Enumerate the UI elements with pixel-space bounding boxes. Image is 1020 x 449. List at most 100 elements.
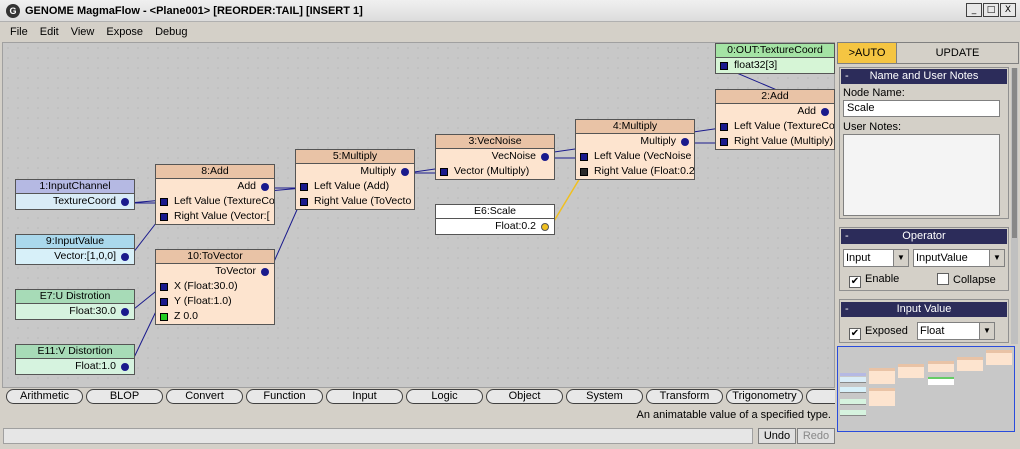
user-notes-textarea[interactable] <box>843 134 1000 216</box>
node-input-port[interactable]: X (Float:30.0) <box>156 279 274 294</box>
node-input-port[interactable]: Right Value (Multiply) <box>716 134 834 149</box>
output-socket-icon[interactable] <box>261 268 269 276</box>
operator-dropdown[interactable]: InputValue ▼ <box>913 249 1005 267</box>
panel-scrollbar[interactable] <box>1011 68 1018 344</box>
maximize-button[interactable]: □ <box>983 3 999 17</box>
category-blop-button[interactable]: BLOP <box>86 389 163 404</box>
undo-button[interactable]: Undo <box>758 428 796 444</box>
close-button[interactable]: X <box>1000 3 1016 17</box>
node-name-input[interactable]: Scale <box>843 100 1000 117</box>
input-socket-icon[interactable] <box>580 168 588 176</box>
node-output-port[interactable]: TextureCoord <box>16 194 134 209</box>
category-more-button[interactable]: V <box>806 389 835 404</box>
node-v-distortion[interactable]: E11:V Distortion Float:1.0 <box>15 344 135 375</box>
node-output-port[interactable]: Add <box>716 104 834 119</box>
output-socket-icon[interactable] <box>121 363 129 371</box>
node-scale[interactable]: E6:Scale Float:0.2 <box>435 204 555 235</box>
input-socket-icon[interactable] <box>300 198 308 206</box>
category-arithmetic-button[interactable]: Arithmetic <box>6 389 83 404</box>
output-socket-icon[interactable] <box>261 183 269 191</box>
rollout-operator[interactable]: -Operator <box>841 229 1007 244</box>
category-convert-button[interactable]: Convert <box>166 389 243 404</box>
output-socket-icon[interactable] <box>121 253 129 261</box>
category-trigonometry-button[interactable]: Trigonometry <box>726 389 803 404</box>
node-add-2[interactable]: 2:Add Add Left Value (TextureCo Right Va… <box>715 89 835 150</box>
category-transform-button[interactable]: Transform <box>646 389 723 404</box>
node-to-vector[interactable]: 10:ToVector ToVector X (Float:30.0) Y (F… <box>155 249 275 325</box>
node-graph-canvas[interactable]: 0:OUT:TextureCoord float32[3] 1:InputCha… <box>2 42 835 388</box>
node-output-port[interactable]: Float:30.0 <box>16 304 134 319</box>
node-multiply-4[interactable]: 4:Multiply Multiply Left Value (VecNoise… <box>575 119 695 180</box>
node-vec-noise[interactable]: 3:VecNoise VecNoise Vector (Multiply) <box>435 134 555 180</box>
node-input-port[interactable]: Left Value (TextureCo <box>156 194 274 209</box>
input-socket-icon[interactable] <box>160 298 168 306</box>
node-input-port[interactable]: Y (Float:1.0) <box>156 294 274 309</box>
node-add-8[interactable]: 8:Add Add Left Value (TextureCo Right Va… <box>155 164 275 225</box>
node-input-port[interactable]: Right Value (Vector:[ <box>156 209 274 224</box>
output-socket-icon[interactable] <box>121 308 129 316</box>
redo-button[interactable]: Redo <box>797 428 835 444</box>
node-u-distortion[interactable]: E7:U Distrotion Float:30.0 <box>15 289 135 320</box>
node-input-port[interactable]: Z 0.0 <box>156 309 274 324</box>
node-output[interactable]: 0:OUT:TextureCoord float32[3] <box>715 43 835 74</box>
node-input-port[interactable]: Right Value (ToVecto <box>296 194 414 209</box>
category-dropdown[interactable]: Input ▼ <box>843 249 909 267</box>
category-system-button[interactable]: System <box>566 389 643 404</box>
output-socket-icon[interactable] <box>401 168 409 176</box>
menu-edit[interactable]: Edit <box>39 26 59 38</box>
command-field[interactable] <box>3 428 753 444</box>
rollout-name-notes[interactable]: -Name and User Notes <box>841 69 1007 84</box>
category-function-button[interactable]: Function <box>246 389 323 404</box>
input-socket-icon[interactable] <box>160 198 168 206</box>
tab-auto[interactable]: >AUTO <box>837 42 897 64</box>
output-socket-icon[interactable] <box>541 223 549 231</box>
category-logic-button[interactable]: Logic <box>406 389 483 404</box>
output-socket-icon[interactable] <box>681 138 689 146</box>
node-input-port[interactable]: Right Value (Float:0.2 <box>576 164 694 179</box>
node-output-port[interactable]: Float:1.0 <box>16 359 134 374</box>
node-output-port[interactable]: VecNoise <box>436 149 554 164</box>
menu-debug[interactable]: Debug <box>155 26 188 38</box>
enable-checkbox[interactable]: ✔Enable <box>849 273 900 288</box>
input-socket-icon[interactable] <box>440 168 448 176</box>
node-output-port[interactable]: Multiply <box>576 134 694 149</box>
exposed-checkbox[interactable]: ✔Exposed <box>849 325 908 340</box>
value-type-dropdown[interactable]: Float ▼ <box>917 322 995 340</box>
input-socket-icon[interactable] <box>720 123 728 131</box>
title-bar[interactable]: G GENOME MagmaFlow - <Plane001> [REORDER… <box>0 0 1020 22</box>
node-input-channel[interactable]: 1:InputChannel TextureCoord <box>15 179 135 210</box>
node-input-port[interactable]: Left Value (VecNoise <box>576 149 694 164</box>
graph-minimap[interactable] <box>837 346 1015 432</box>
node-input-value[interactable]: 9:InputValue Vector:[1,0,0] <box>15 234 135 265</box>
node-output-port[interactable]: Add <box>156 179 274 194</box>
output-socket-icon[interactable] <box>821 108 829 116</box>
scrollbar-thumb[interactable] <box>1012 68 1017 238</box>
input-socket-icon[interactable] <box>160 313 168 321</box>
input-socket-icon[interactable] <box>160 213 168 221</box>
input-socket-icon[interactable] <box>720 62 728 70</box>
input-socket-icon[interactable] <box>720 138 728 146</box>
category-input-button[interactable]: Input <box>326 389 403 404</box>
node-input-port[interactable]: Left Value (Add) <box>296 179 414 194</box>
input-socket-icon[interactable] <box>160 283 168 291</box>
tab-update[interactable]: UPDATE <box>897 42 1019 64</box>
node-output-port[interactable]: ToVector <box>156 264 274 279</box>
category-object-button[interactable]: Object <box>486 389 563 404</box>
menu-file[interactable]: File <box>10 26 28 38</box>
node-input-port[interactable]: float32[3] <box>716 58 834 73</box>
input-socket-icon[interactable] <box>580 153 588 161</box>
node-multiply-5[interactable]: 5:Multiply Multiply Left Value (Add) Rig… <box>295 149 415 210</box>
output-socket-icon[interactable] <box>121 198 129 206</box>
menu-view[interactable]: View <box>70 26 95 38</box>
output-socket-icon[interactable] <box>541 153 549 161</box>
node-output-port[interactable]: Multiply <box>296 164 414 179</box>
rollout-input-value[interactable]: -Input Value <box>841 302 1007 317</box>
node-input-port[interactable]: Vector (Multiply) <box>436 164 554 179</box>
input-socket-icon[interactable] <box>300 183 308 191</box>
node-output-port[interactable]: Vector:[1,0,0] <box>16 249 134 264</box>
node-output-port[interactable]: Float:0.2 <box>436 219 554 234</box>
menu-expose[interactable]: Expose <box>106 26 144 38</box>
minimize-button[interactable]: _ <box>966 3 982 17</box>
collapse-checkbox[interactable]: Collapse <box>937 273 996 287</box>
node-input-port[interactable]: Left Value (TextureCo <box>716 119 834 134</box>
